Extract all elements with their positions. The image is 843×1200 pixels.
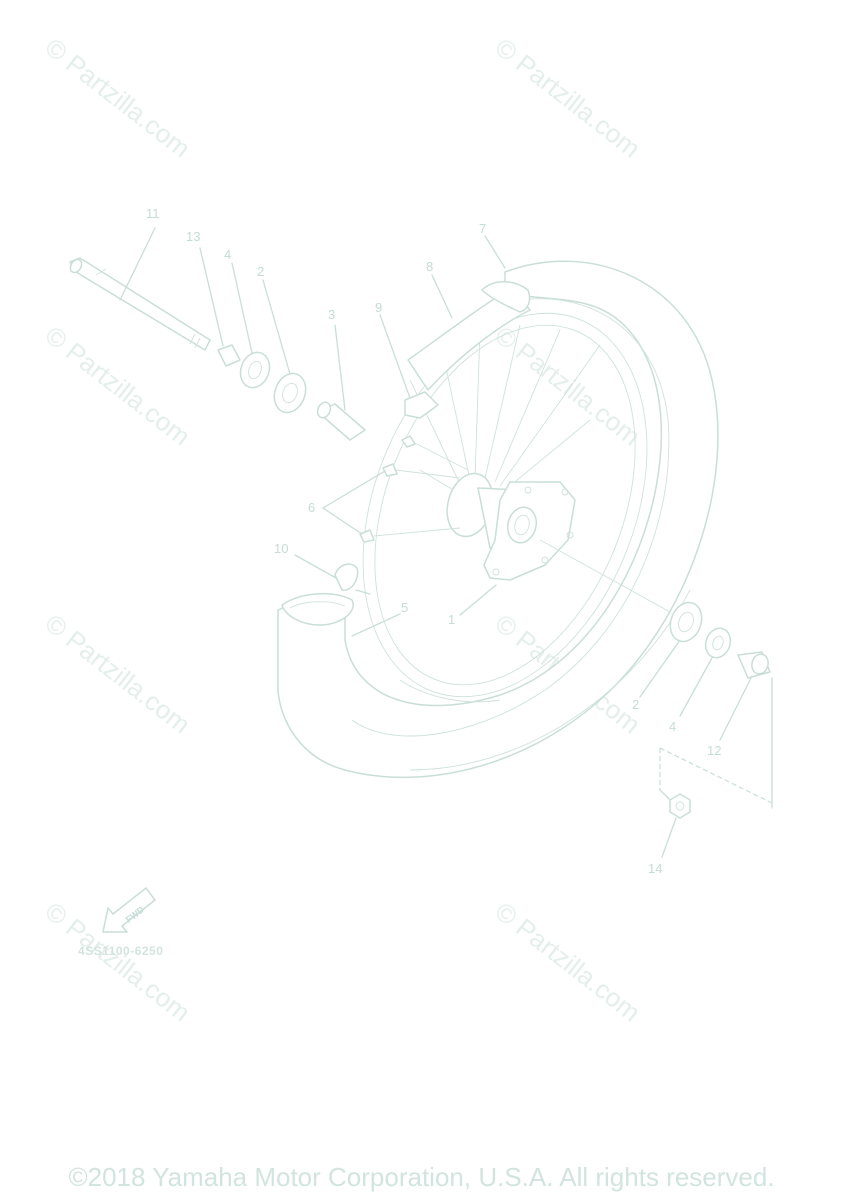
leader-lines — [119, 227, 753, 858]
axle — [69, 257, 211, 351]
callout-14: 14 — [648, 861, 662, 876]
axle-nut — [669, 793, 691, 819]
collar-right — [737, 651, 771, 679]
callout-11: 11 — [146, 206, 160, 221]
callout-5: 5 — [401, 600, 408, 615]
callout-9: 9 — [375, 300, 382, 315]
hub — [446, 472, 576, 581]
callout-4-right: 4 — [669, 719, 676, 734]
diagram-code: 4SS1100-6250 — [78, 944, 164, 958]
callout-10: 10 — [274, 541, 288, 556]
oil-seal-right — [704, 627, 732, 659]
fwd-arrow-icon: FWD — [102, 887, 156, 933]
tube — [281, 592, 354, 626]
rim-band — [407, 281, 531, 391]
callout-6: 6 — [308, 500, 315, 515]
rim — [362, 312, 648, 703]
valve-cap — [334, 563, 371, 595]
rim-lock — [404, 391, 439, 419]
bearing-right — [669, 601, 703, 643]
callout-7: 7 — [479, 221, 486, 236]
callout-12: 12 — [707, 743, 721, 758]
callout-3: 3 — [328, 307, 335, 322]
spoke-nipples — [359, 435, 469, 543]
collar — [217, 344, 241, 367]
callout-4: 4 — [224, 247, 231, 262]
callout-8: 8 — [426, 259, 433, 274]
callout-2-right: 2 — [632, 697, 639, 712]
copyright-notice: ©2018 Yamaha Motor Corporation, U.S.A. A… — [68, 1162, 775, 1192]
callout-13: 13 — [186, 229, 200, 244]
bearing — [273, 372, 307, 414]
callout-2: 2 — [257, 264, 264, 279]
oil-seal — [239, 351, 271, 389]
callout-1: 1 — [448, 612, 455, 627]
spacer — [316, 401, 366, 441]
